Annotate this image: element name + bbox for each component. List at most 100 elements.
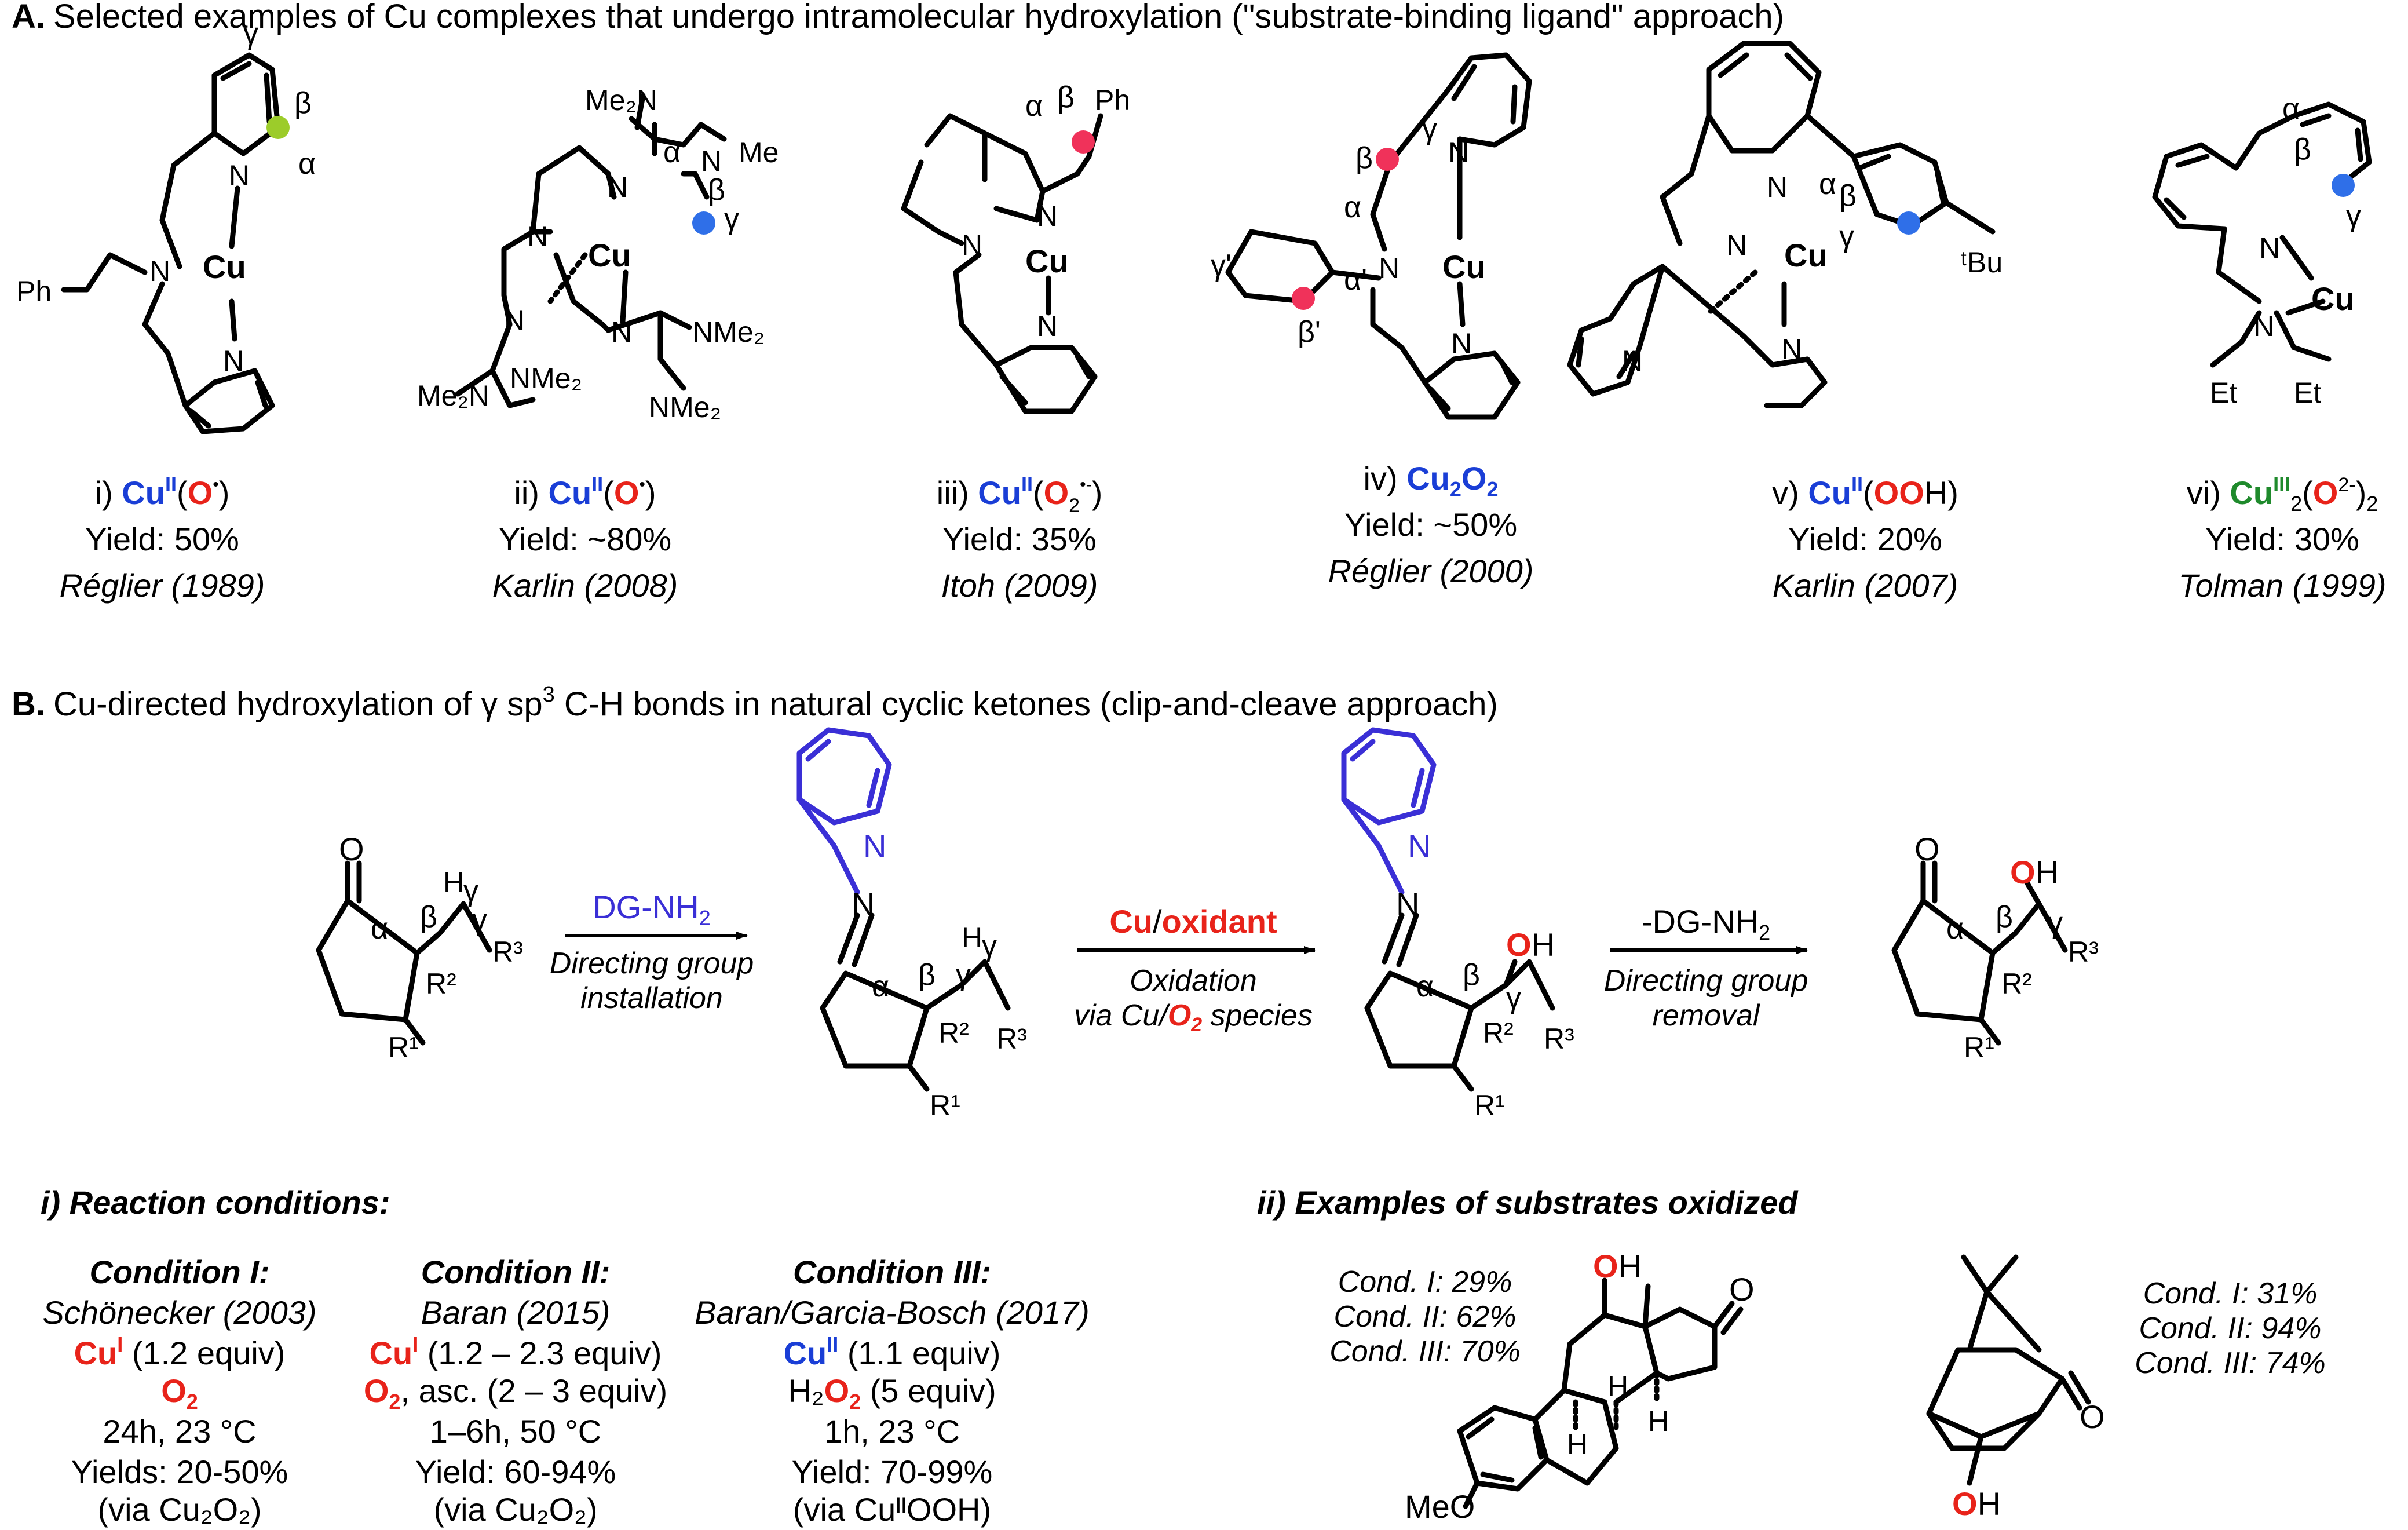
- svg-text:Cond. III: 70%: Cond. III: 70%: [1329, 1335, 1521, 1368]
- svg-text:H₂O2 (5 equiv): H₂O2 (5 equiv): [788, 1372, 996, 1414]
- svg-text:24h, 23 °C: 24h, 23 °C: [103, 1413, 256, 1449]
- ketone-product: O OH α β γ R³ R² R¹: [1891, 831, 2099, 1064]
- svg-text:H: H: [1648, 1405, 1669, 1437]
- svg-text:R²: R²: [426, 967, 456, 1000]
- example-camphor: O OH Cond. I: 31% Cond. II: 94% Cond. II…: [1926, 1254, 2326, 1522]
- condition-3: Condition III: Baran/Garcia-Bosch (2017)…: [695, 1254, 1090, 1528]
- imine-intermediate: N N α β H γ γ R³ R² R¹: [796, 727, 1027, 1122]
- svg-text:N: N: [1767, 171, 1788, 203]
- svg-text:Itoh (2009): Itoh (2009): [941, 567, 1098, 604]
- svg-text:β: β: [918, 958, 936, 992]
- svg-text:Condition III:: Condition III:: [793, 1254, 991, 1290]
- svg-text:N: N: [223, 345, 244, 377]
- svg-text:i) CuII(O•): i) CuII(O•): [95, 472, 230, 511]
- svg-text:O2: O2: [161, 1372, 198, 1414]
- svg-text:γ: γ: [724, 202, 739, 236]
- svg-text:R¹: R¹: [1964, 1031, 1994, 1064]
- svg-text:Cu: Cu: [1442, 249, 1486, 285]
- svg-text:R¹: R¹: [930, 1089, 960, 1122]
- svg-text:N: N: [701, 145, 722, 177]
- svg-text:N: N: [1037, 200, 1058, 232]
- complex-iii-caption: iii) CuII(O2•-) Yield: 35% Itoh (2009): [937, 472, 1103, 604]
- svg-text:OH: OH: [2010, 854, 2059, 890]
- svg-text:Réglier (2000): Réglier (2000): [1328, 553, 1534, 589]
- svg-text:Directing group: Directing group: [550, 947, 754, 980]
- svg-text:O2, asc. (2 – 3 equiv): O2, asc. (2 – 3 equiv): [364, 1372, 667, 1414]
- svg-text:-DG-NH2: -DG-NH2: [1642, 903, 1770, 944]
- svg-text:Cond. II: 94%: Cond. II: 94%: [2139, 1312, 2321, 1345]
- complex-ii-structure: Me₂N α N Me β γ N N Cu N N NMe₂ Me₂N NMe…: [417, 84, 779, 423]
- svg-text:α: α: [1946, 912, 1964, 945]
- svg-text:R³: R³: [492, 936, 523, 968]
- svg-text:H: H: [1567, 1428, 1588, 1460]
- svg-text:β: β: [2294, 133, 2311, 166]
- svg-text:Baran/Garcia-Bosch (2017): Baran/Garcia-Bosch (2017): [695, 1294, 1090, 1331]
- complex-i-caption: i) CuII(O•) Yield: 50% Réglier (1989): [60, 472, 265, 604]
- svg-text:Yield: ~50%: Yield: ~50%: [1344, 506, 1517, 543]
- svg-text:N: N: [607, 171, 628, 203]
- complex-vi-caption: vi) CuIII2(O2-)2 Yield: 30% Tolman (1999…: [2178, 472, 2386, 604]
- svg-text:Cu: Cu: [203, 249, 246, 285]
- svg-text:O: O: [1914, 831, 1940, 867]
- svg-text:β: β: [294, 86, 312, 120]
- svg-text:NMe₂: NMe₂: [692, 316, 765, 348]
- svg-text:Schönecker (2003): Schönecker (2003): [42, 1294, 316, 1331]
- section-a-letter: A.: [12, 0, 45, 35]
- svg-text:OH: OH: [1952, 1485, 2001, 1522]
- svg-text:α: α: [371, 912, 388, 945]
- svg-text:N: N: [527, 220, 548, 253]
- svg-text:Ph: Ph: [16, 275, 52, 308]
- svg-text:Me₂N: Me₂N: [417, 379, 489, 412]
- svg-text:Yield: 50%: Yield: 50%: [85, 521, 239, 557]
- svg-text:v) CuII(OOH): v) CuII(OOH): [1772, 472, 1958, 511]
- svg-text:N: N: [1396, 886, 1419, 922]
- svg-text:Cu: Cu: [1784, 237, 1828, 273]
- svg-text:CuI (1.2 equiv): CuI (1.2 equiv): [74, 1332, 286, 1371]
- complex-iii-structure: α β Ph N N Cu N: [901, 81, 1130, 414]
- svg-text:β: β: [1996, 900, 2013, 934]
- svg-text:removal: removal: [1653, 999, 1760, 1032]
- svg-text:NMe₂: NMe₂: [649, 391, 721, 423]
- svg-text:Yield: ~80%: Yield: ~80%: [499, 521, 671, 557]
- svg-text:N: N: [1622, 345, 1643, 377]
- svg-text:CuI (1.2 – 2.3 equiv): CuI (1.2 – 2.3 equiv): [370, 1332, 662, 1371]
- svg-text:R¹: R¹: [388, 1031, 419, 1064]
- svg-text:Condition II:: Condition II:: [421, 1254, 611, 1290]
- svg-text:installation: installation: [580, 981, 723, 1015]
- svg-text:MeO: MeO: [1405, 1488, 1475, 1525]
- svg-text:R²: R²: [938, 1017, 969, 1049]
- svg-text:iv) Cu2O2: iv) Cu2O2: [1364, 460, 1499, 501]
- svg-text:β: β: [708, 173, 725, 207]
- svg-text:(via Cu₂O₂): (via Cu₂O₂): [97, 1491, 261, 1528]
- complex-v-caption: v) CuII(OOH) Yield: 20% Karlin (2007): [1772, 472, 1958, 604]
- svg-text:γ: γ: [1506, 981, 1521, 1015]
- svg-text:Cu: Cu: [588, 237, 631, 273]
- svg-text:N: N: [229, 159, 250, 192]
- svg-text:CuII (1.1 equiv): CuII (1.1 equiv): [784, 1332, 1001, 1371]
- arrow-oxidation: Cu/oxidant Oxidation via Cu/O2 species: [1074, 903, 1316, 1036]
- svg-text:N: N: [2253, 310, 2274, 342]
- complex-iv-structure: β γ α N N Cu α' γ' β' N: [1211, 52, 1532, 420]
- section-b-title: B.Cu-directed hydroxylation of γ sp3 C-H…: [12, 682, 1498, 723]
- svg-text:Cu: Cu: [1025, 243, 1069, 279]
- svg-text:H: H: [1607, 1370, 1628, 1403]
- svg-text:Condition I:: Condition I:: [89, 1254, 269, 1290]
- svg-text:N: N: [149, 255, 170, 287]
- svg-text:N: N: [1037, 310, 1058, 342]
- complex-ii-caption: ii) CuII(O•) Yield: ~80% Karlin (2008): [492, 472, 678, 604]
- complex-v-structure: N α β γ N Cu ᵗBu N N: [1567, 41, 2003, 408]
- svg-text:via Cu/O2 species: via Cu/O2 species: [1074, 999, 1313, 1036]
- svg-text:Cond. III: 74%: Cond. III: 74%: [2135, 1346, 2326, 1380]
- svg-text:γ: γ: [2346, 199, 2361, 233]
- svg-text:β: β: [420, 900, 437, 934]
- svg-text:N: N: [1781, 333, 1802, 366]
- svg-text:O: O: [1729, 1271, 1755, 1308]
- svg-text:β: β: [1057, 81, 1075, 114]
- svg-text:γ: γ: [956, 958, 971, 992]
- arrow-dg-installation: DG-NH2 Directing group installation: [550, 889, 754, 1015]
- svg-text:N: N: [852, 886, 875, 922]
- svg-text:N: N: [1408, 828, 1431, 864]
- svg-text:γ: γ: [1839, 220, 1854, 253]
- section-a-title: Selected examples of Cu complexes that u…: [53, 0, 1784, 35]
- svg-text:ᵗBu: ᵗBu: [1961, 246, 2003, 279]
